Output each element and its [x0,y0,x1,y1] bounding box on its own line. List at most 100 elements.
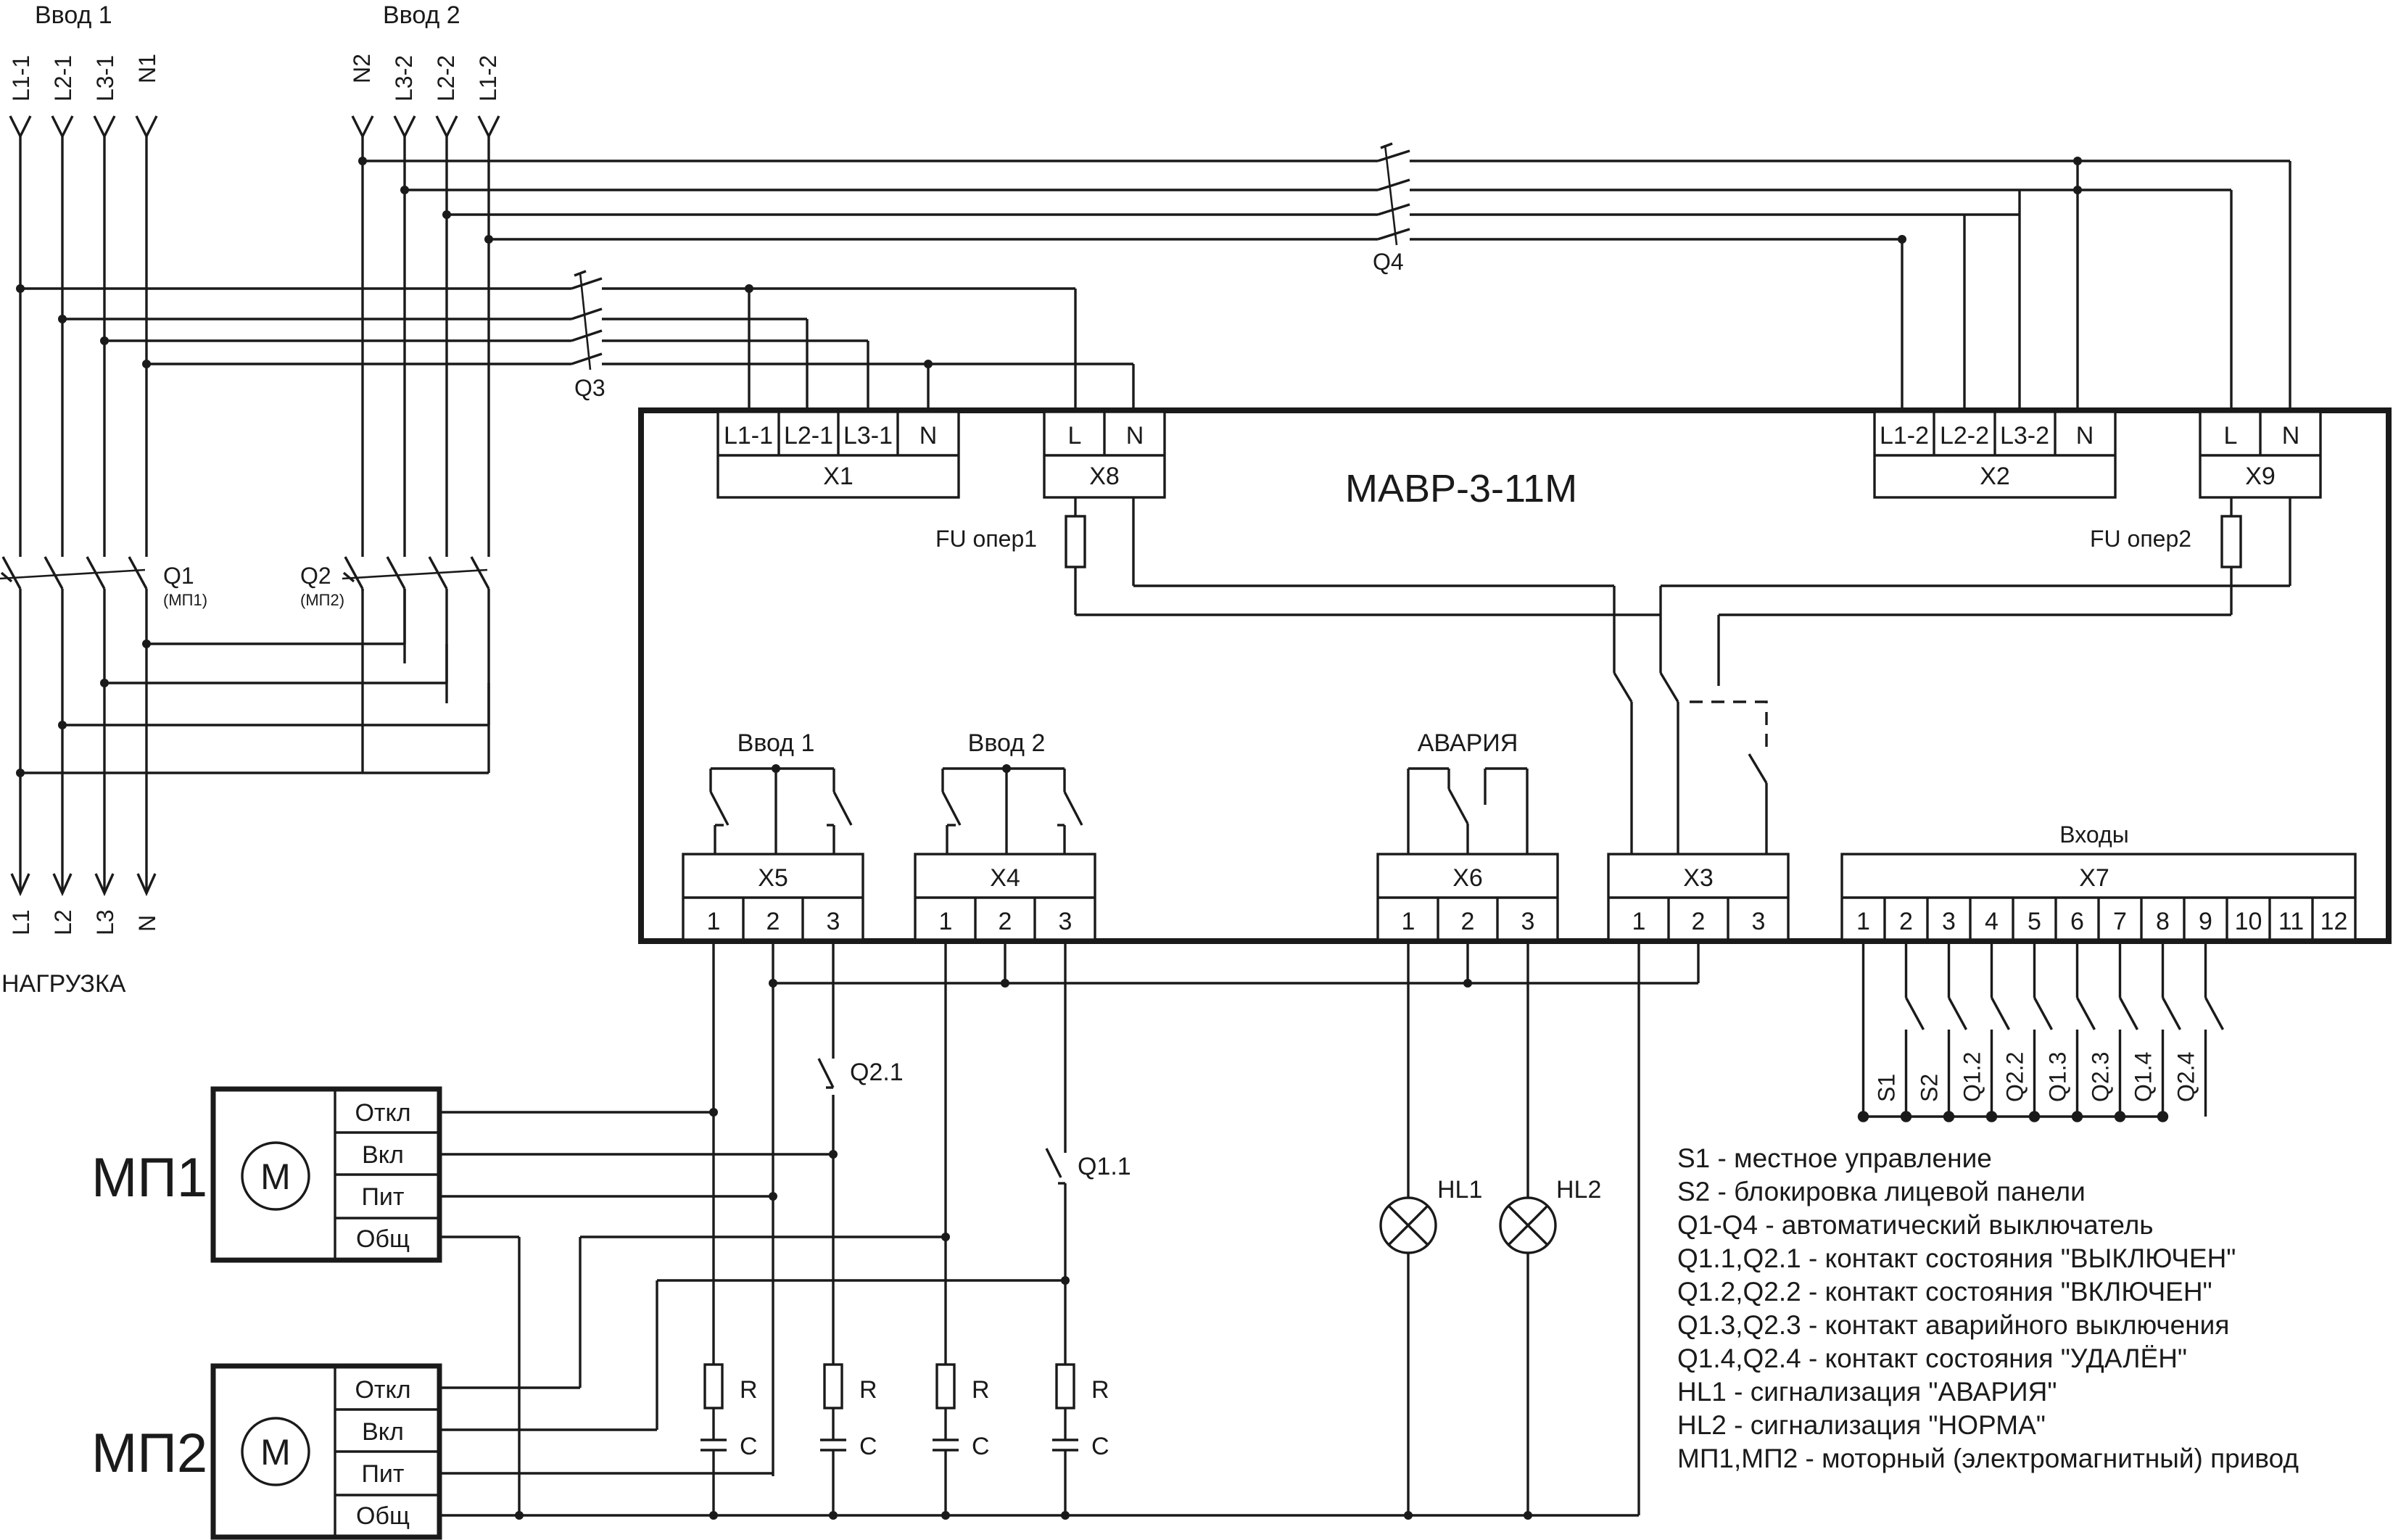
x8-name: X8 [1089,463,1120,490]
control-wiring [422,940,1700,1517]
terminal-x8 [1043,410,1166,499]
x5-pin-1: 1 [707,908,721,935]
input2-line-n2: N2 [349,54,375,83]
drive-mp2-name: МП2 [91,1423,207,1484]
breaker-q3-symbol [571,270,603,370]
input1-line-l21: L2-1 [50,55,76,102]
lamp-hl2-label: HL2 [1556,1176,1601,1204]
breaker-q1-label: Q1 [163,563,194,589]
x1-pin-l21: L2-1 [784,422,833,450]
load-title: НАГРУЗКА [1,970,126,998]
x7-pin-2: 2 [1899,908,1913,935]
x2-pin-l32: L3-2 [2000,422,2049,450]
mp2-terminal-power: Пит [361,1460,404,1488]
input1-to-q3-wires [20,287,1133,365]
terminal-x5 [682,853,864,941]
rc1-r-label: R [740,1376,758,1404]
x4-pin-1: 1 [939,908,953,935]
legend-item: S1 - местное управление [1677,1143,1992,1173]
input1-line-l11: L1-1 [8,55,34,102]
x2-pin-l12: L1-2 [1880,422,1929,450]
legend-item: Q1.1,Q2.1 - контакт состояния "ВЫКЛЮЧЕН" [1677,1243,2236,1273]
x7-pin-4: 4 [1985,908,1999,935]
breaker-q2-symbol [342,556,490,589]
x1-pin-n: N [919,422,938,450]
x7-contact-q24: Q2.4 [2173,1052,2199,1102]
fuse-fu2 [2220,497,2242,615]
legend-item: Q1.4,Q2.4 - контакт состояния "УДАЛЁН" [1677,1344,2187,1373]
input2-to-q4-wires [363,160,2290,241]
switch-link-dashed [1690,700,1768,754]
rc1-c-label: C [740,1433,758,1460]
input1-line-n1: N1 [134,54,160,83]
breaker-q4-label: Q4 [1373,249,1404,275]
drive-mp1 [210,1086,442,1263]
x7-name: X7 [2079,864,2109,892]
rc3-r-label: R [972,1376,990,1404]
input1-line-l31: L3-1 [92,55,118,102]
x1-pin-l11: L1-1 [724,422,773,450]
load-line-n: N [134,915,160,932]
breaker-q1-symbol [0,556,148,589]
x5-pin-3: 3 [827,908,840,935]
terminal-x6 [1376,853,1559,941]
x7-contact-s1: S1 [1874,1074,1900,1102]
terminal-x9 [2199,410,2322,499]
load-arrows [10,873,157,897]
drive-mp2 [210,1363,442,1540]
rc4-c-label: C [1091,1433,1109,1460]
x6-pin-1: 1 [1402,908,1415,935]
legend-item: HL2 - сигнализация "НОРМА" [1677,1410,2046,1440]
x7-pin-5: 5 [2028,908,2041,935]
device-title: МАВР-3-11М [1345,467,1577,510]
rc-snubbers [703,1363,1075,1409]
terminal-x3 [1607,853,1790,941]
x7-input-contacts [1857,940,2224,1122]
x7-contact-q14: Q1.4 [2130,1052,2157,1102]
x7-pin-7: 7 [2113,908,2127,935]
relay-vvod2-contacts [941,767,1083,854]
rc3-c-label: C [972,1433,990,1460]
relay-vvod2-label: Ввод 2 [968,729,1046,757]
x3-name: X3 [1683,864,1714,892]
x9-pin-l: L [2224,422,2238,450]
fuse-fu2-label: FU опер2 [2090,526,2191,552]
breaker-q3-label: Q3 [574,375,606,401]
legend-item: Q1-Q4 - автоматический выключатель [1677,1210,2154,1240]
terminal-x4 [914,853,1096,941]
x7-contact-q23: Q2.3 [2088,1052,2114,1102]
input2-line-l32: L3-2 [391,55,417,102]
x2-pin-n: N [2076,422,2094,450]
x8-pin-n: N [1126,422,1144,450]
breaker-q2-sub: (МП2) [300,591,344,609]
x7-pin-dividers [1883,898,2314,940]
input2-line-l12: L1-2 [475,55,501,102]
x3-pin-3: 3 [1752,908,1766,935]
mp1-terminal-common: Общ [356,1225,410,1253]
terminal-x1 [716,410,960,499]
x2-pin-l22: L2-2 [1940,422,1989,450]
drive-mp2-motor: М [260,1432,291,1473]
mp1-terminal-on: Вкл [362,1141,404,1169]
lamp-hl1 [1379,1196,1437,1254]
x7-pin-11: 11 [2278,908,2304,935]
legend-item: Q1.2,Q2.2 - контакт состояния "ВКЛЮЧЕН" [1677,1277,2212,1307]
breaker-q4-symbol [1377,142,1410,246]
x8-pin-l: L [1068,422,1082,450]
legend-item: HL1 - сигнализация "АВАРИЯ" [1677,1377,2057,1407]
x2-name: X2 [1980,463,2010,490]
x3-pin-2: 2 [1692,908,1706,935]
x4-name: X4 [990,864,1020,892]
device-supply-wires [748,161,2291,412]
breaker-q2-label: Q2 [300,563,331,589]
x7-pin-9: 9 [2199,908,2212,935]
legend-item: МП1,МП2 - моторный (электромагнитный) пр… [1677,1444,2299,1473]
input2-title: Ввод 2 [383,1,460,29]
x7-pin-3: 3 [1942,908,1956,935]
mp2-terminal-on: Вкл [362,1418,404,1446]
input2-line-l22: L2-2 [433,55,459,102]
load-line-l1: L1 [8,909,34,935]
